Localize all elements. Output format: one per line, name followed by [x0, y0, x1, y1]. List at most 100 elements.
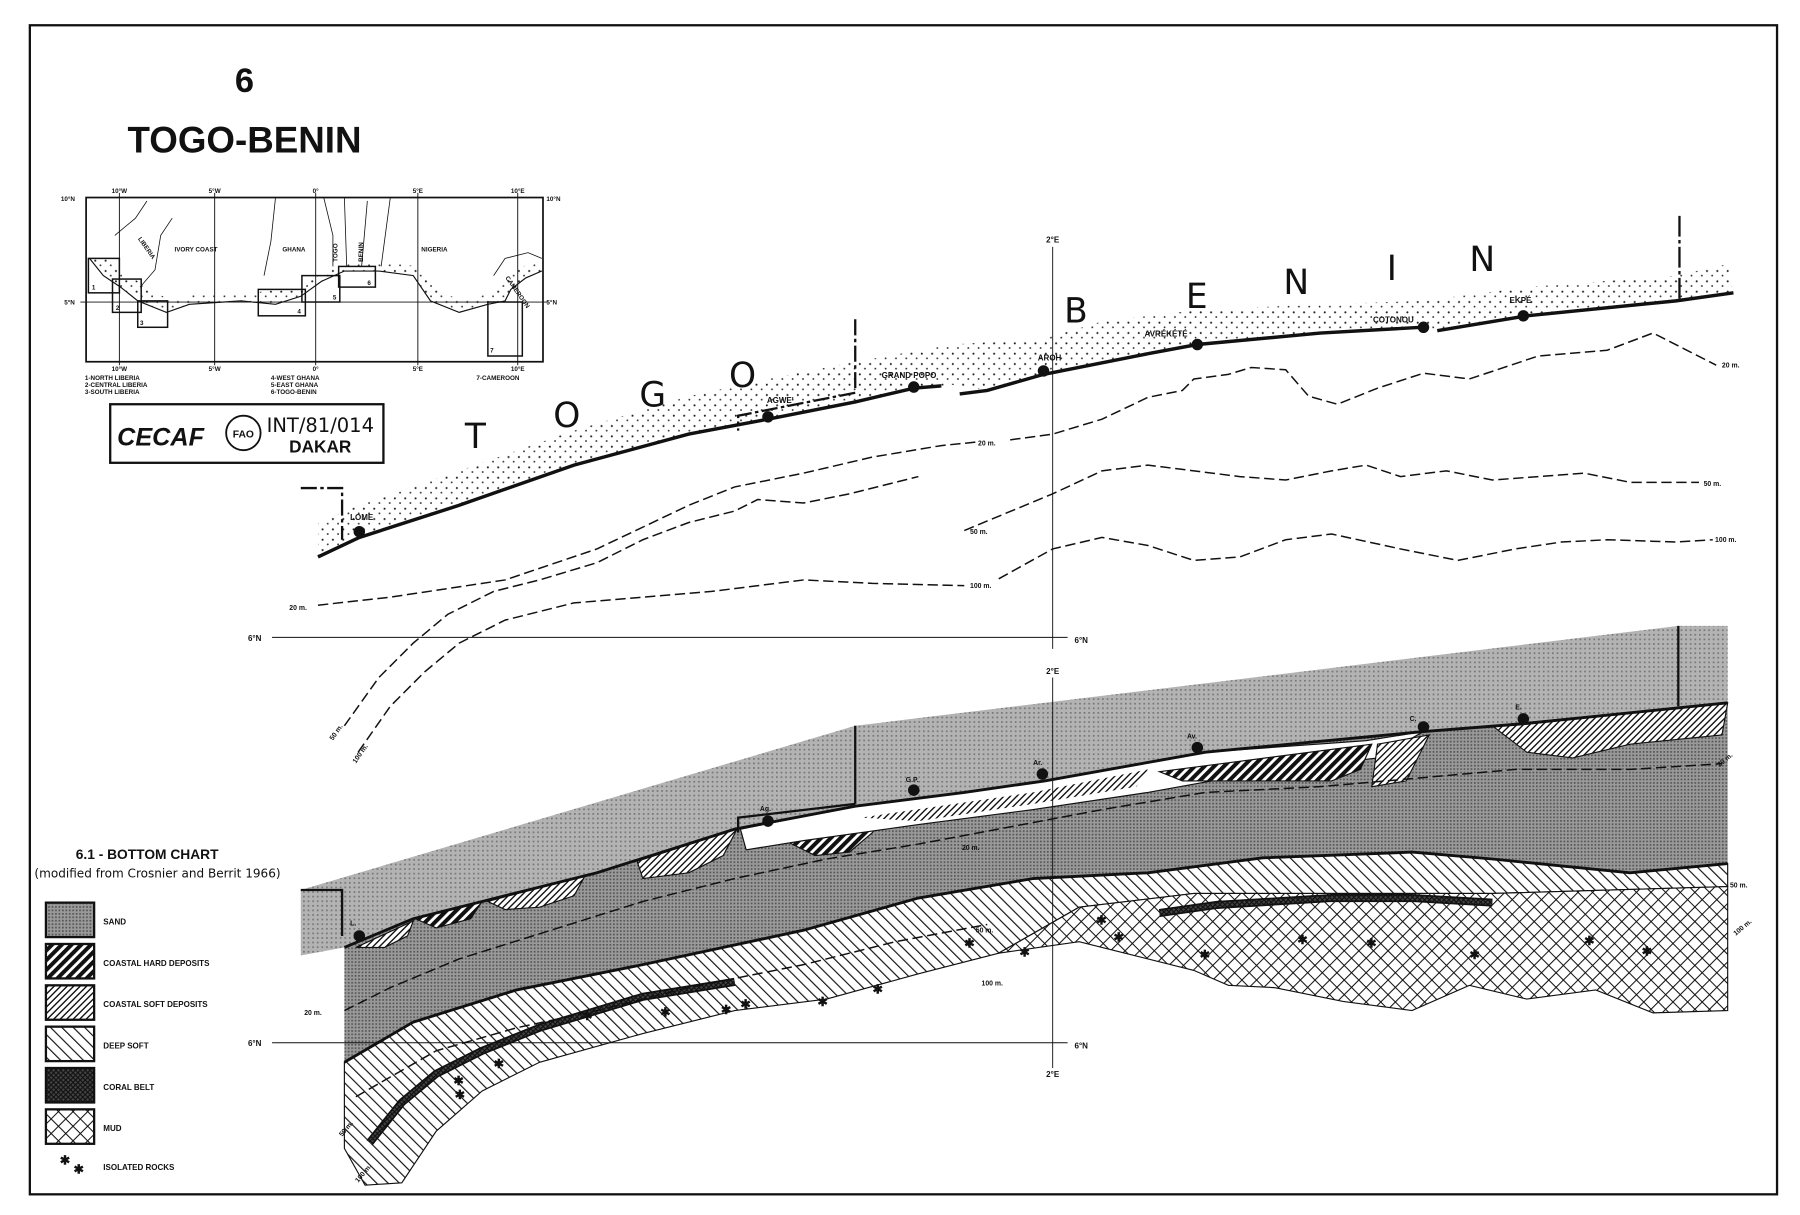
svg-text:10°N: 10°N	[61, 195, 76, 203]
svg-text:COTONOU: COTONOU	[1373, 316, 1414, 325]
svg-text:CECAF: CECAF	[117, 424, 205, 452]
svg-text:6: 6	[367, 280, 371, 287]
legend-swatch-mud	[44, 1108, 96, 1145]
svg-text:10°N: 10°N	[546, 195, 561, 203]
svg-text:SAND: SAND	[103, 917, 126, 926]
svg-text:50 m.: 50 m.	[1730, 883, 1748, 890]
coastal-soft-deposit	[1371, 734, 1431, 788]
svg-text:N: N	[1469, 240, 1495, 280]
svg-text:20 m.: 20 m.	[978, 441, 996, 448]
svg-text:INT/81/014: INT/81/014	[267, 414, 374, 437]
legend-subtitle: (modified from Crosnier and Berrit 1966)	[34, 866, 280, 880]
legend-swatch-soft	[44, 984, 96, 1021]
svg-text:GHANA: GHANA	[282, 246, 306, 253]
svg-text:5: 5	[333, 295, 337, 302]
svg-text:C.: C.	[1410, 716, 1417, 723]
bottom-sediment-chart: ✱✱✱✱ ✱✱✱✱ ✱✱✱✱ ✱✱✱✱ ✱✱✱ L. Ag. G.P. Ar. …	[248, 625, 1753, 1186]
svg-text:6°N: 6°N	[248, 634, 262, 643]
sheet-title: TOGO-BENIN	[128, 120, 362, 161]
border-togo-benin	[736, 319, 857, 431]
svg-text:6-TOGO-BENIN: 6-TOGO-BENIN	[271, 389, 317, 396]
isolated-rocks-icon: ✱	[60, 1153, 71, 1167]
map-frame	[28, 24, 1779, 1196]
legend-swatch-hard	[44, 942, 96, 980]
svg-text:20 m.: 20 m.	[1722, 362, 1740, 369]
svg-text:50 m.: 50 m.	[976, 927, 994, 934]
sheet-number: 6	[235, 62, 254, 100]
svg-text:6°N: 6°N	[1074, 636, 1088, 645]
svg-text:B: B	[1064, 292, 1088, 332]
svg-text:✱: ✱	[740, 997, 751, 1011]
svg-text:✱: ✱	[1096, 913, 1107, 927]
svg-text:FAO: FAO	[233, 430, 254, 441]
svg-text:100 m.: 100 m.	[352, 743, 370, 765]
svg-text:50 m.: 50 m.	[1704, 481, 1722, 488]
svg-text:10°E: 10°E	[511, 365, 525, 373]
svg-text:✱: ✱	[660, 1005, 671, 1019]
land-area	[300, 625, 1728, 956]
depth-contour-100m	[357, 533, 1713, 753]
svg-text:1-NORTH LIBERIA: 1-NORTH LIBERIA	[85, 375, 140, 382]
svg-text:ISOLATED ROCKS: ISOLATED ROCKS	[103, 1163, 175, 1172]
svg-text:CORAL BELT: CORAL BELT	[103, 1083, 154, 1092]
svg-text:✱: ✱	[1366, 936, 1377, 950]
inset-locator-map: 10°N 10°N 5°N 5°N 10°W 5°W 0° 5°E 10°E 1…	[61, 187, 561, 396]
svg-text:3-SOUTH LIBERIA: 3-SOUTH LIBERIA	[85, 389, 140, 396]
svg-text:✱: ✱	[721, 1003, 732, 1017]
svg-text:1: 1	[92, 284, 96, 291]
svg-text:✱: ✱	[817, 995, 828, 1009]
svg-text:G.P.: G.P.	[906, 777, 919, 784]
bottom-chart-legend: 6.1 - BOTTOM CHART (modified from Crosni…	[34, 847, 280, 1177]
svg-text:6°N: 6°N	[248, 1039, 262, 1048]
svg-text:5°N: 5°N	[64, 298, 75, 306]
svg-text:10°E: 10°E	[511, 187, 525, 195]
svg-text:MUD: MUD	[103, 1124, 121, 1133]
svg-text:O: O	[553, 396, 580, 436]
svg-text:✱: ✱	[1642, 944, 1653, 958]
svg-text:7: 7	[490, 348, 494, 355]
svg-text:E: E	[1186, 277, 1208, 317]
depth-contour-20m	[317, 332, 1717, 606]
sand-zone	[344, 702, 1728, 1063]
svg-text:G: G	[639, 376, 666, 416]
svg-text:10°W: 10°W	[112, 187, 128, 195]
svg-text:50 m.: 50 m.	[329, 723, 345, 741]
fao-logo-icon: FAO	[225, 414, 262, 452]
svg-text:✱: ✱	[453, 1074, 464, 1088]
svg-text:100 m.: 100 m.	[970, 583, 991, 590]
svg-text:2°E: 2°E	[1046, 667, 1060, 676]
svg-text:DAKAR: DAKAR	[289, 436, 352, 456]
svg-text:GRAND POPO: GRAND POPO	[882, 371, 937, 380]
svg-text:5-EAST GHANA: 5-EAST GHANA	[271, 382, 319, 389]
svg-text:✱: ✱	[1019, 946, 1030, 960]
coastal-soft-deposit	[355, 919, 415, 948]
svg-text:2°E: 2°E	[1046, 235, 1060, 244]
coastal-soft-deposit	[860, 769, 1148, 822]
cecaf-badge: CECAF FAO INT/81/014 DAKAR	[109, 403, 385, 464]
legend-swatch-deep-soft	[44, 1025, 96, 1063]
svg-text:I: I	[1387, 249, 1397, 289]
svg-text:20 m.: 20 m.	[289, 605, 307, 612]
svg-text:20 m.: 20 m.	[962, 845, 980, 852]
svg-text:4: 4	[297, 309, 301, 316]
svg-text:50 m.: 50 m.	[970, 529, 988, 536]
svg-text:E.: E.	[1515, 705, 1522, 712]
svg-text:2-CENTRAL LIBERIA: 2-CENTRAL LIBERIA	[85, 382, 148, 389]
svg-text:5°N: 5°N	[546, 298, 557, 306]
svg-text:L.: L.	[350, 921, 356, 928]
border-ghana-togo	[300, 486, 344, 540]
svg-text:AROH: AROH	[1038, 354, 1062, 363]
svg-text:3: 3	[140, 320, 144, 327]
svg-text:4-WEST GHANA: 4-WEST GHANA	[271, 375, 320, 382]
svg-text:BENIN: BENIN	[358, 242, 365, 262]
svg-text:7-CAMEROON: 7-CAMEROON	[476, 375, 519, 382]
svg-text:AGWE': AGWE'	[767, 396, 794, 405]
svg-text:2: 2	[116, 305, 120, 312]
svg-text:0°: 0°	[313, 187, 320, 195]
svg-text:AVRÉKÉTÉ: AVRÉKÉTÉ	[1145, 329, 1189, 338]
svg-text:DEEP SOFT: DEEP SOFT	[103, 1041, 148, 1050]
svg-text:NIGERIA: NIGERIA	[421, 246, 448, 253]
svg-text:TOGO: TOGO	[333, 243, 340, 262]
svg-text:100 m.: 100 m.	[1715, 537, 1736, 544]
